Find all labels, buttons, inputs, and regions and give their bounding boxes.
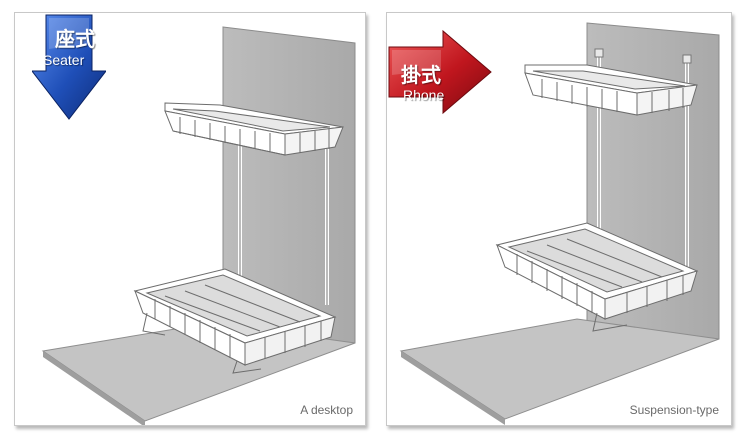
- seater-badge-chinese: 座式: [55, 27, 95, 51]
- desktop-rack-panel: 座式 Seater A desktop: [14, 12, 366, 426]
- suspension-caption: Suspension-type: [629, 403, 719, 417]
- seater-badge-english: Seater: [43, 52, 85, 68]
- down-arrow-icon: [30, 14, 108, 120]
- desktop-caption: A desktop: [300, 403, 353, 417]
- rhone-badge-chinese: 掛式: [401, 63, 441, 87]
- rhone-badge: 掛式 Rhone: [387, 29, 493, 115]
- suspension-rack-panel: 掛式 Rhone Suspension-type: [386, 12, 732, 426]
- right-arrow-icon: [388, 29, 492, 115]
- rhone-badge-english: Rhone: [403, 87, 445, 103]
- desktop-rack-illustration: [41, 26, 356, 425]
- suspension-rack-illustration: [399, 22, 720, 425]
- seater-badge: 座式 Seater: [30, 13, 108, 121]
